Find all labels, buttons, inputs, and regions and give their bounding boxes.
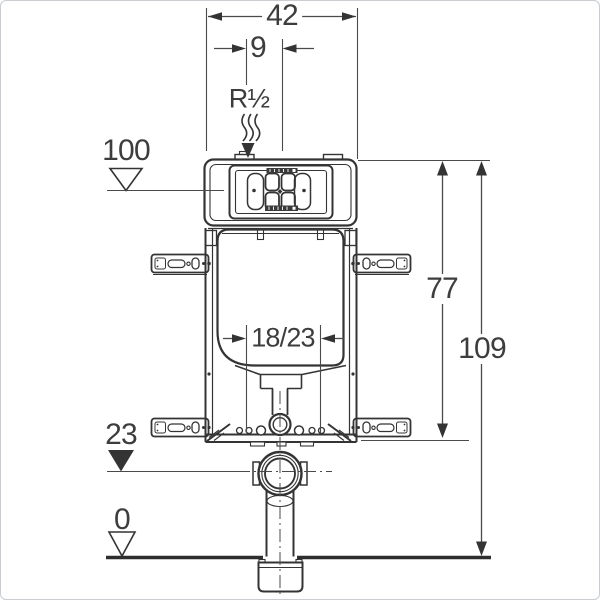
level-marker-23 <box>107 450 332 473</box>
geberit-logo-bar <box>265 168 298 211</box>
label-supply-thread: R½ <box>228 83 270 114</box>
level-marker-filled-icon <box>108 450 134 472</box>
flush-button-right <box>293 172 312 211</box>
down-arrow-icon <box>476 541 487 556</box>
label-supply-offset: 9 <box>250 31 267 64</box>
label-level-top: 100 <box>102 134 150 167</box>
cistern-tank <box>216 228 345 367</box>
dimension-supply-offset <box>214 39 314 151</box>
level-marker-0 <box>107 531 137 558</box>
frame-rails <box>204 228 358 442</box>
up-arrow-icon <box>437 161 448 176</box>
up-arrow-icon <box>476 161 487 176</box>
wall-bracket-lower-right <box>352 417 412 438</box>
dimension-arrow-icon <box>232 334 246 343</box>
label-level-floor: 0 <box>114 503 131 536</box>
dimension-arrow-icon <box>342 12 356 21</box>
dimension-arrow-icon <box>321 334 335 343</box>
level-marker-open-icon <box>107 531 137 558</box>
flush-button-left <box>246 172 265 211</box>
flush-plate <box>228 164 334 220</box>
label-frame-height: 77 <box>422 274 462 304</box>
water-supply-flow-icon <box>241 113 261 142</box>
label-frame-width: 42 <box>262 1 302 31</box>
floor-sleeve <box>257 558 304 593</box>
down-arrow-icon <box>241 143 255 158</box>
water-supply-leader <box>241 113 261 158</box>
level-marker-100 <box>107 167 224 192</box>
wall-bracket-lower-left <box>150 417 210 438</box>
label-outlet-projection: 18/23 <box>251 322 315 353</box>
label-total-height: 109 <box>454 334 510 364</box>
dimension-outlet-projection <box>223 325 344 433</box>
wall-bracket-upper-left <box>150 253 210 275</box>
wall-bracket-upper-right <box>352 253 412 275</box>
tank-outlet <box>234 364 347 415</box>
label-level-outlet: 23 <box>105 418 138 451</box>
dimension-arrow-icon <box>232 44 246 53</box>
level-marker-open-icon <box>108 167 144 192</box>
dimension-arrow-icon <box>282 44 297 53</box>
down-arrow-icon <box>437 423 448 438</box>
dimension-frame-width <box>205 8 359 159</box>
dimension-arrow-icon <box>208 12 222 21</box>
